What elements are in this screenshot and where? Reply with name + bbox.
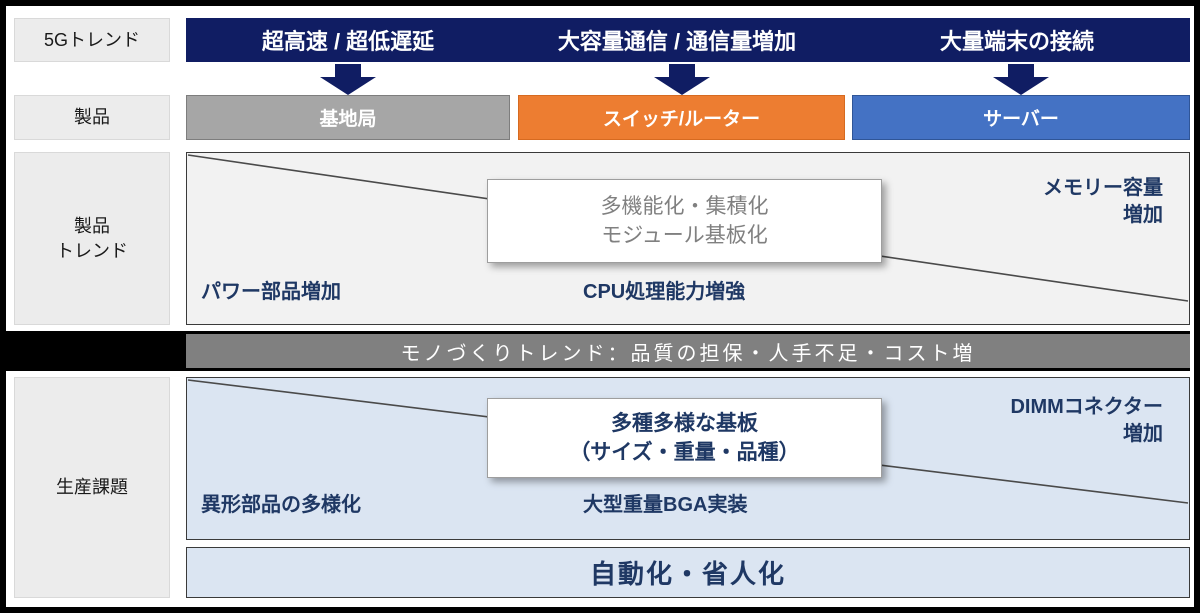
dimm-connector-note: DIMMコネクター 増加 [1010,396,1163,445]
heavy-bga-note: 大型重量BGA実装 [583,494,748,516]
arrow-stem [1008,64,1034,77]
memory-capacity-note: メモリー容量 増加 [1043,177,1163,226]
arrow-head [654,77,710,95]
odd-shape-parts-note: 異形部品の多様化 [201,494,361,516]
trend-bar: 超高速 / 超低遅延 大容量通信 / 通信量増加 大量端末の接続 [186,18,1190,62]
row-label-production-issues: 生産課題 [14,377,170,598]
down-arrow-icon [654,64,710,95]
down-arrow-icon [320,64,376,95]
product-box-server: サーバー [852,95,1190,140]
row-label-5g-trend: 5Gトレンド [14,18,170,62]
product-trend-panel: 多機能化・集積化 モジュール基板化 メモリー容量 増加 パワー部品増加 CPU処… [186,152,1190,325]
product-trend-callout: 多機能化・集積化 モジュール基板化 [487,179,882,263]
arrow-stem [669,64,695,77]
down-arrow-icon [993,64,1049,95]
manufacturing-trend-bar: モノづくりトレンド：品質の担保・人手不足・コスト増 [186,334,1190,368]
production-issues-panel: 多種多様な基板 （サイズ・重量・品種） DIMMコネクター 増加 異形部品の多様… [186,377,1190,540]
row-label-product-trend: 製品 トレンド [14,152,170,325]
trend-item-capacity: 大容量通信 / 通信量増加 [557,29,797,54]
trend-item-speed: 超高速 / 超低遅延 [261,29,435,54]
row-label-product: 製品 [14,95,170,140]
production-issues-callout: 多種多様な基板 （サイズ・重量・品種） [487,398,882,478]
power-parts-note: パワー部品増加 [201,281,341,303]
arrow-head [993,77,1049,95]
product-box-base-station: 基地局 [186,95,510,140]
arrow-stem [335,64,361,77]
arrow-head [320,77,376,95]
cpu-performance-note: CPU処理能力増強 [583,281,746,303]
product-box-switch-router: スイッチ/ルーター [518,95,845,140]
automation-bar: 自動化・省人化 [186,547,1190,598]
trend-item-devices: 大量端末の接続 [939,29,1094,54]
